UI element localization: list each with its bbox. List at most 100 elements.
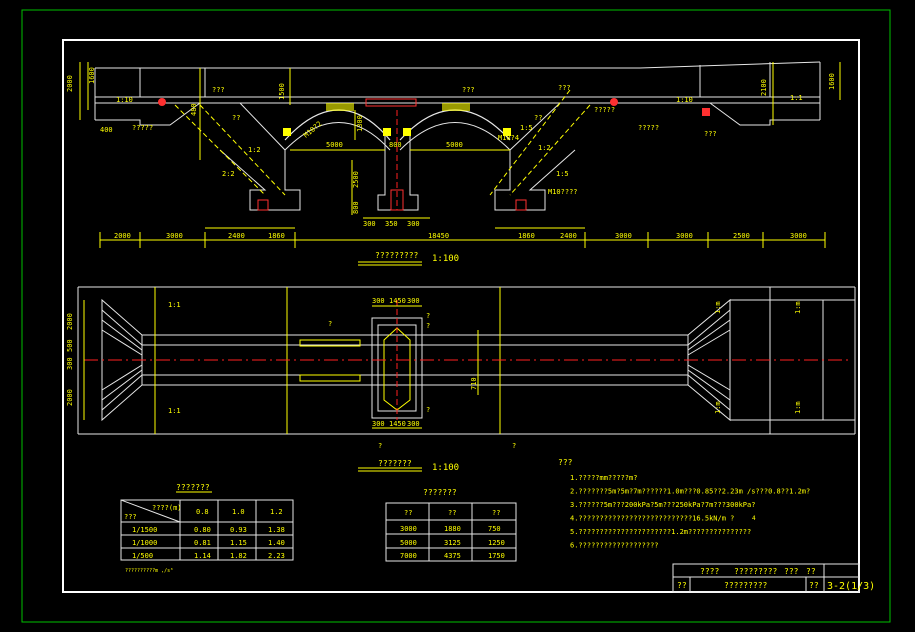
table1-corner-top: ????(m) bbox=[152, 504, 182, 512]
table2-cell: 7000 bbox=[400, 552, 417, 560]
note-right-6: 1:2 bbox=[538, 144, 551, 152]
tb-row1-1: ???? bbox=[700, 567, 719, 576]
footing-mark-left bbox=[257, 199, 269, 211]
dim-chain-label: 3000 bbox=[676, 232, 693, 240]
dim-h-right: 2100 bbox=[760, 79, 768, 96]
plan-dim-left-3: 300 bbox=[66, 357, 74, 370]
note-right-1: ??? bbox=[558, 84, 571, 92]
table1-cell: 1.15 bbox=[230, 539, 247, 547]
dim-h-mid: 1500 bbox=[278, 83, 286, 100]
dim-chain-label: 2000 bbox=[114, 232, 131, 240]
tb-row2-left: ?? bbox=[677, 581, 687, 590]
springing-pier-right bbox=[403, 128, 411, 136]
arch-block-right bbox=[442, 103, 470, 111]
table1-row-label: 1/1500 bbox=[132, 526, 157, 534]
arch-note-1: ??? bbox=[462, 86, 475, 94]
table1-cell: 0.80 bbox=[194, 526, 211, 534]
note-item: 2.???????5m?5m?7m??????1.0m???0.85??2.23… bbox=[570, 488, 810, 496]
table1-cell: 2.23 bbox=[268, 552, 285, 560]
dim-chain-labels: 2000 3000 2400 1860 18450 1860 2400 3000 3000 250… bbox=[114, 232, 807, 240]
table2-cell: 5000 bbox=[400, 539, 417, 547]
table2-title: ??????? bbox=[423, 488, 457, 497]
plan-slope-3: 1:m bbox=[714, 301, 722, 314]
plan-dim-bot-1: 300 bbox=[372, 420, 385, 428]
table2-cell: 3000 bbox=[400, 525, 417, 533]
dim-h-right2: 1600 bbox=[828, 73, 836, 90]
table1-corner-bottom: ??? bbox=[124, 513, 137, 521]
dim-chain-label: 2400 bbox=[228, 232, 245, 240]
table1-grid bbox=[120, 499, 294, 561]
notes-list: 1.?????mm?????m? 2.???????5m?5m?7m??????1… bbox=[570, 474, 810, 550]
tb-row2-right-label: ?? bbox=[809, 581, 819, 590]
tb-row1-4: ?? bbox=[806, 567, 816, 576]
table1-title: ??????? bbox=[176, 483, 210, 492]
note-right-8: M10???? bbox=[548, 188, 578, 196]
marker-left bbox=[158, 98, 166, 106]
title-block-grid bbox=[672, 563, 860, 593]
springing-left bbox=[283, 128, 291, 136]
plan-slope-6: 1:m bbox=[794, 401, 802, 414]
springing-right bbox=[503, 128, 511, 136]
tb-row2-mid: ????????? bbox=[724, 581, 768, 590]
dim-chain-label: 2400 bbox=[560, 232, 577, 240]
dim-chain-label: 18450 bbox=[428, 232, 449, 240]
table1-cell: 1.14 bbox=[194, 552, 211, 560]
plan-dim-width: 710 bbox=[470, 377, 478, 390]
footing-mark-right bbox=[515, 199, 527, 211]
table1-cell: 0.81 bbox=[194, 539, 211, 547]
table1-row-label: 1/500 bbox=[132, 552, 153, 560]
plan-title: ??????? bbox=[378, 459, 412, 468]
dim-pier-top-label: 800 bbox=[389, 141, 402, 149]
slope-label-2: 1:5 bbox=[520, 124, 533, 132]
arch-block-left bbox=[326, 103, 354, 111]
note-item: 4.???????????????????????????16.5kN/m ? bbox=[570, 515, 734, 523]
slope-label-1: 1:1 bbox=[790, 94, 803, 102]
plan-dim-left-1: 2000 bbox=[66, 313, 74, 330]
table1-cell: 1.82 bbox=[230, 552, 247, 560]
plan-marker-4: ? bbox=[426, 406, 430, 414]
dim-chain-label: 3000 bbox=[166, 232, 183, 240]
plan-marker-6: ? bbox=[512, 442, 516, 450]
table1-col-header: 0.8 bbox=[196, 508, 209, 516]
dim-chain-label: 1860 bbox=[268, 232, 285, 240]
dim-found-w3: 300 bbox=[407, 220, 420, 228]
dim-span-right-label: 5000 bbox=[446, 141, 463, 149]
hatch-top bbox=[299, 339, 361, 347]
plan-marker-3: ? bbox=[426, 322, 430, 330]
outer-frame bbox=[21, 9, 891, 623]
plan-dim-top-2: 1450 bbox=[389, 297, 406, 305]
plan-marker-1: ? bbox=[328, 320, 332, 328]
table2-col-header: ?? bbox=[404, 509, 412, 517]
dim-span-left-label: 5000 bbox=[326, 141, 343, 149]
elevation-view bbox=[79, 61, 841, 266]
note-left-1: ??? bbox=[212, 86, 225, 94]
note-left-7: 2:2 bbox=[222, 170, 235, 178]
plan-view bbox=[77, 286, 856, 472]
dim-chain-label: 3000 bbox=[790, 232, 807, 240]
note-left-3: ????? bbox=[132, 124, 153, 132]
notes-title: ??? bbox=[558, 458, 573, 467]
dim-h-left: 2000 bbox=[66, 75, 74, 92]
table2-cell: 3125 bbox=[444, 539, 461, 547]
plan-dim-bot-3: 300 bbox=[407, 420, 420, 428]
table1-cell: 1.38 bbox=[268, 526, 285, 534]
dim-found-w2: 350 bbox=[385, 220, 398, 228]
note-right-7: 1:5 bbox=[556, 170, 569, 178]
slope-line-right bbox=[509, 104, 591, 196]
table2-cell: 750 bbox=[488, 525, 501, 533]
tb-drawing-no: 3-2(1/3) bbox=[827, 581, 875, 592]
dim-chain-label: 2500 bbox=[733, 232, 750, 240]
plan-scale: 1:100 bbox=[432, 463, 459, 473]
table2-col-header: ?? bbox=[492, 509, 500, 517]
note-item: 1.?????mm?????m? bbox=[570, 474, 637, 482]
dim-abut-h: 1300 bbox=[356, 115, 364, 132]
plan-slope-4: 1:m bbox=[794, 301, 802, 314]
elevation-scale: 1:100 bbox=[432, 254, 459, 264]
dim-found-h-label: 800 bbox=[352, 201, 360, 214]
note-right-2: ?? bbox=[534, 114, 542, 122]
note-right-5: ??? bbox=[704, 130, 717, 138]
dim-chain-label: 1860 bbox=[518, 232, 535, 240]
